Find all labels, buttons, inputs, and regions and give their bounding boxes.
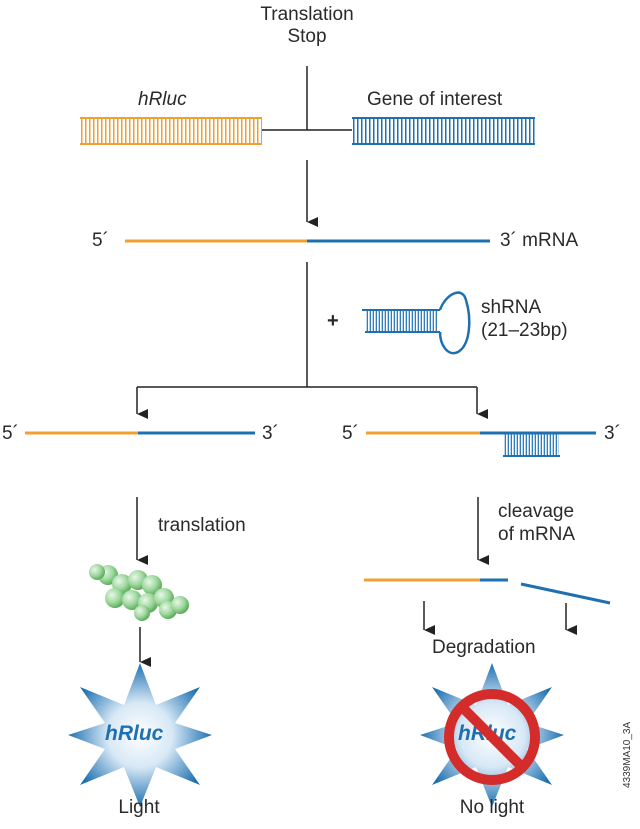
hrluc-gene-label: hRluc [138, 89, 187, 110]
left-five-prime-label: 5´ [2, 423, 19, 444]
light-label: Light [118, 797, 160, 818]
translation-stop-label: Translation Stop [260, 4, 353, 48]
shrna-hairpin [362, 291, 471, 355]
right-three-prime-label: 3´ [604, 423, 621, 444]
shrna-label-line1: shRNA [481, 297, 542, 318]
right-five-prime-label: 5´ [342, 423, 359, 444]
fragment-gene-long [520, 582, 611, 605]
cleavage-label-line1: cleavage [498, 501, 575, 522]
cleavage-label-line2: of mRNA [498, 524, 576, 545]
no-light-label: No light [459, 797, 525, 818]
hrluc-burst-label-right: hRluc [458, 722, 517, 745]
mrna-five-prime-label: 5´ [92, 230, 109, 251]
hrluc-burst-label-left: hRluc [105, 722, 164, 745]
shrna-label-line2: (21–23bp) [481, 320, 568, 341]
gene-of-interest-label: Gene of interest [367, 89, 503, 110]
mrna-three-prime-label: 3´ mRNA [500, 230, 579, 251]
degradation-label: Degradation [432, 637, 536, 658]
light-burst-icon [68, 663, 212, 807]
gene-of-interest-dna [352, 117, 535, 145]
figure-code-label: 4339MA10_3A [622, 721, 633, 788]
hrluc-dna [80, 117, 262, 145]
bound-sirna [503, 434, 560, 457]
left-three-prime-label: 3´ [262, 423, 279, 444]
plus-sign: + [327, 310, 339, 332]
translation-stop-line1: Translation [260, 4, 354, 25]
translation-label: translation [158, 515, 246, 536]
translation-stop-line2: Stop [287, 26, 327, 47]
protein-cluster-icon [89, 564, 189, 621]
